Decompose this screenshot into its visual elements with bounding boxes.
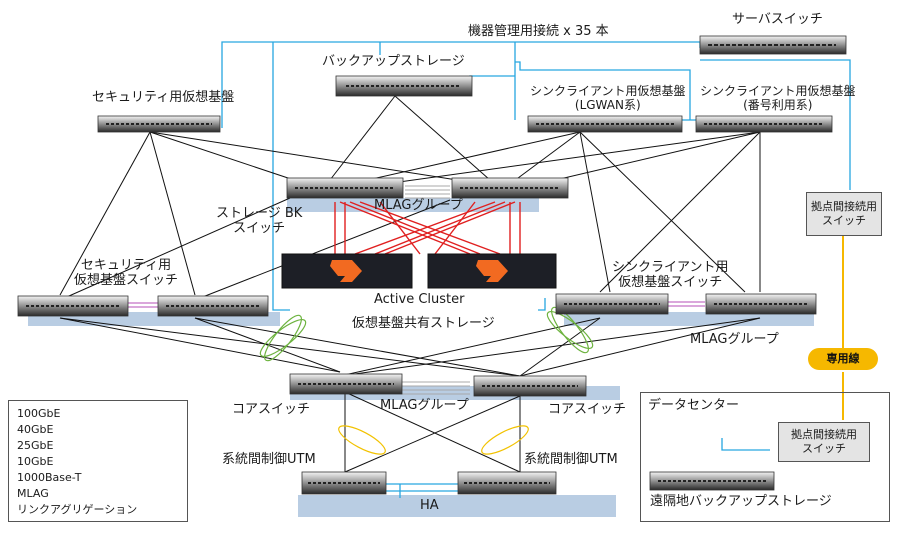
flash-array-left [281,253,413,289]
legend: 100GbE 40GbE 25GbE 10GbE 1000Base-T MLAG… [8,400,188,522]
thin-switch-right [705,293,817,315]
legend-item: 40GbE [17,423,54,436]
backup-storage-device [335,75,473,97]
core-switch-left [289,373,403,395]
legend-item: リンクアグリゲーション [17,503,138,516]
legend-item: MLAG [17,487,49,500]
storage-bk-switch-right [451,177,569,199]
site-switch-dc: 拠点間接続用 スイッチ [778,422,870,462]
server-switch-label: サーバスイッチ [732,12,823,27]
backup-storage-label: バックアップストレージ [322,54,465,69]
site-switch-dc-label: 拠点間接続用 スイッチ [791,428,857,455]
utm-right-label: 系統間制御UTM [524,452,618,467]
security-vm-label: セキュリティ用仮想基盤 [92,90,235,105]
datacenter-label: データセンター [648,398,740,413]
active-cluster-label: Active Cluster [374,292,465,307]
dedicated-line-badge: 専用線 [808,348,878,370]
lag-ellipses [338,425,529,455]
devices [17,35,847,495]
utm-left [301,471,387,495]
ha-label: HA [420,498,439,513]
active-cluster-frame [350,288,500,312]
core-switch-left-label: コアスイッチ [232,402,311,417]
links-10gbe [59,95,761,473]
links-40gbe [127,301,705,308]
security-vm-device [97,115,221,133]
ha-bar [298,495,616,517]
mgmt-title: 機器管理用接続 x 35 本 [468,24,609,39]
thin-switch-label: シンクライアント用 仮想基盤スイッチ [612,260,729,290]
mlag-group-storage-label: MLAGグループ [374,198,463,213]
remote-backup-label: 遠隔地バックアップストレージ [650,494,832,509]
remote-backup-device [649,471,775,491]
thin-switch-left [555,293,669,315]
links-100gbe [400,185,470,395]
thin-lgwan-device [527,115,683,133]
datacenter-frame [640,392,890,522]
links-25gbe [334,201,521,255]
thin-switch-bar [564,312,814,326]
core-switch-right-label: コアスイッチ [548,402,627,417]
legend-item: 10GbE [17,455,54,468]
thin-lgwan-label: シンクライアント用仮想基盤 (LGWAN系) [530,84,686,112]
storage-bk-switch-label: ストレージ BK スイッチ [216,206,303,236]
site-switch-top-label: 拠点間接続用 スイッチ [811,200,877,227]
legend-item: 1000Base-T [17,471,82,484]
mlag-group-core-label: MLAGグループ [380,398,469,413]
thin-number-label: シンクライアント用仮想基盤 (番号利用系) [700,84,856,112]
security-switch-left [17,295,129,317]
server-switch-device [699,35,847,55]
legend-item: 100GbE [17,407,61,420]
legend-item: 25GbE [17,439,54,452]
thin-number-device [695,115,833,133]
flash-array-right [427,253,557,289]
vm-shared-storage-label: 仮想基盤共有ストレージ [352,316,495,331]
core-switch-right [473,375,587,397]
utm-left-label: 系統間制御UTM [222,452,316,467]
security-vm-switch-label: セキュリティ用 仮想基盤スイッチ [74,258,179,288]
security-switch-right [157,295,269,317]
utm-right [457,471,557,495]
storage-bk-switch-left [286,177,404,199]
site-switch-top: 拠点間接続用 スイッチ [806,192,882,236]
mlag-group-thin-label: MLAGグループ [690,332,779,347]
mlag-ellipses [259,306,594,362]
